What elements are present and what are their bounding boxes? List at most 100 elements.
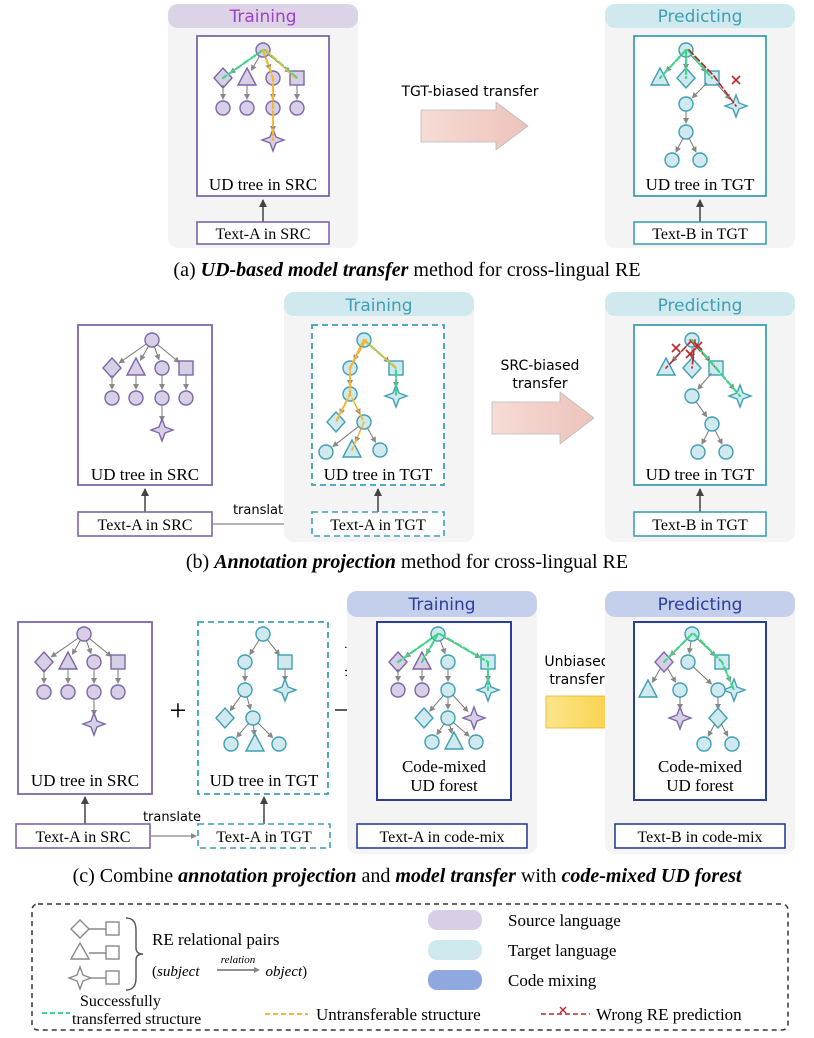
panel-b: UD tree in SRC Text-A in SRC translate T…: [77, 292, 795, 573]
dependency-edge: [246, 696, 253, 711]
dependency-edge: [720, 723, 729, 737]
text-a-src-label-a: Text-A in SRC: [216, 226, 311, 243]
tree-node: [154, 360, 170, 376]
tree-node: [86, 684, 102, 700]
triangle-node: [244, 732, 266, 752]
star-node: [461, 705, 487, 731]
dependency-edge: [257, 722, 274, 739]
unbiased-label-1: Unbiased: [544, 654, 609, 670]
training-title-b: Training: [344, 296, 412, 316]
text-a-mix-label: Text-A in code-mix: [379, 829, 504, 846]
ud-tree-tgt-label-a: UD tree in TGT: [646, 175, 755, 194]
tree-node: [692, 152, 708, 168]
dependency-edge: [157, 344, 180, 363]
tree-node: [678, 124, 694, 140]
dependency-edge: [153, 346, 161, 361]
star-node: [272, 677, 298, 703]
star-node: [149, 417, 175, 443]
training-title-a: Training: [228, 7, 296, 27]
legend-source: Source language: [508, 911, 621, 930]
tree-node: [690, 444, 706, 460]
diamond-node: [414, 706, 434, 730]
mixing-swatch: [428, 970, 482, 990]
ud-tree-tgt-pred-b: [655, 332, 753, 460]
tree-node: [271, 736, 287, 752]
tree-node: [414, 682, 430, 698]
tree-node: [289, 100, 305, 116]
tree-node: [678, 96, 694, 112]
text-b-tgt-label-a: Text-B in TGT: [652, 226, 748, 243]
panel-c: UD tree in SRC Text-A in SRC translate +…: [15, 591, 795, 887]
tree-node: [424, 734, 440, 750]
translate-label-c: translate: [143, 810, 201, 825]
highlight-path: [265, 49, 296, 79]
tree-node: [154, 390, 170, 406]
dependency-edge: [50, 637, 79, 658]
caption-c: (c) Combine annotation projection and mo…: [73, 865, 743, 887]
tree-node: [237, 682, 253, 698]
text-a-tgt-label-c: Text-A in TGT: [216, 829, 312, 846]
dependency-edge: [452, 722, 470, 737]
wrong-x-icon: [671, 343, 681, 353]
ud-tree-src-label-c: UD tree in SRC: [31, 771, 139, 790]
translate-label-b: translate: [233, 503, 291, 518]
src-biased-arrow: [491, 391, 595, 445]
legend-mixing: Code mixing: [508, 971, 597, 990]
ud-tree-tgt-b: [318, 332, 409, 460]
code-mixed-label-1-train: Code-mixed: [402, 757, 487, 776]
dependency-edge: [651, 667, 661, 684]
square-icon: [105, 945, 120, 960]
brace-icon: [125, 917, 144, 991]
dependency-edge: [707, 723, 716, 737]
ud-tree-tgt-label-b2: UD tree in TGT: [646, 465, 755, 484]
dependency-edge: [436, 723, 445, 736]
tree-node: [104, 390, 120, 406]
tgt-biased-arrow: [420, 101, 529, 151]
predicting-title-a: Predicting: [658, 7, 743, 27]
tree-node: [724, 736, 740, 752]
text-b-tgt-label-b: Text-B in TGT: [652, 517, 748, 534]
dependency-edge: [89, 638, 112, 657]
highlight-path: [662, 632, 694, 664]
code-mixed-forest-pred: [637, 626, 747, 752]
dependency-edge: [688, 138, 697, 153]
ud-tree-tgt-box-c: [197, 621, 329, 795]
dependency-edge: [697, 372, 712, 390]
training-header-a: [168, 4, 358, 28]
highlight-path: [396, 632, 440, 664]
text-b-tgt-box-b: [633, 511, 767, 537]
tree-node: [664, 152, 680, 168]
ud-tree-tgt-label-c: UD tree in TGT: [210, 771, 319, 790]
star-icon: [67, 965, 93, 991]
tree-node: [245, 710, 261, 726]
square-icon: [105, 970, 120, 985]
caption-b: (b) Annotation projection method for cro…: [186, 551, 628, 573]
ud-tree-src-b: [102, 332, 194, 443]
dependency-edge: [695, 401, 708, 418]
tree-node: [468, 734, 484, 750]
ud-tree-src-c: [34, 626, 126, 737]
tree-node: [318, 444, 334, 460]
ud-tree-tgt-label-b: UD tree in TGT: [324, 465, 433, 484]
legend-box: [31, 903, 789, 1031]
source-swatch: [428, 910, 482, 930]
tree-node: [684, 388, 700, 404]
src-biased-label-1: SRC-biased: [501, 358, 580, 374]
predicting-title-b: Predicting: [658, 296, 743, 316]
ud-tree-src-label-b: UD tree in SRC: [91, 465, 199, 484]
dependency-edge: [236, 723, 249, 738]
ud-tree-src-box-c: [17, 621, 153, 795]
tree-node: [86, 654, 102, 670]
ud-tree-src-box-a: [196, 35, 330, 197]
training-header-b: [284, 292, 474, 316]
text-b-mix-box: [614, 823, 786, 849]
legend-relation: relation: [221, 954, 256, 966]
highlight-path: [658, 48, 688, 80]
tree-node: [239, 100, 255, 116]
dependency-edge: [447, 724, 454, 735]
highlight-path: [665, 339, 693, 369]
triangle-node: [655, 356, 677, 376]
dependency-edge: [332, 425, 359, 448]
training-header-c: [347, 591, 537, 617]
